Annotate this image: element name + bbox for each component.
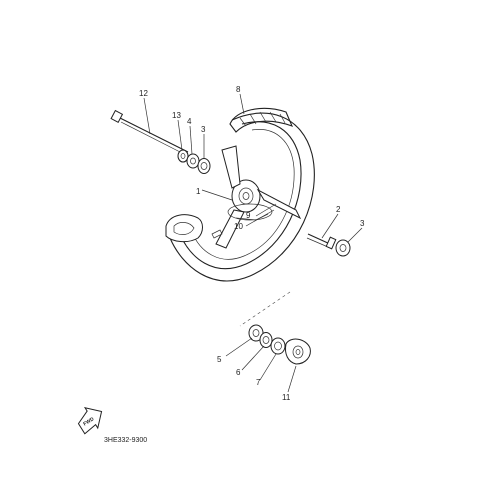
callout-10: 10 — [234, 222, 243, 231]
callout-3b: 3 — [360, 219, 365, 228]
fwd-label: FWD — [82, 416, 95, 427]
callout-labels: 1 2 3 3 4 5 6 7 8 9 10 11 12 13 — [139, 85, 365, 402]
callout-3: 3 — [201, 125, 206, 134]
collar — [177, 149, 189, 163]
callout-13: 13 — [172, 111, 181, 120]
bearing-lower — [259, 332, 273, 348]
callout-8: 8 — [236, 85, 241, 94]
assembly-dash-line — [239, 291, 291, 327]
wheel-assembly — [165, 107, 315, 282]
callout-2: 2 — [336, 205, 341, 214]
gear-unit — [285, 338, 311, 365]
callout-7: 7 — [256, 378, 261, 387]
oil-seal-right — [335, 239, 351, 257]
bolt — [306, 233, 337, 250]
callout-11: 11 — [282, 393, 291, 402]
seal-lower — [248, 324, 264, 342]
bearing — [186, 153, 200, 169]
callout-5: 5 — [217, 355, 222, 364]
tire — [169, 112, 315, 282]
retainer — [270, 337, 286, 355]
oil-seal-upper — [197, 158, 211, 174]
part-code: 3HE332-9300 — [104, 437, 147, 444]
callout-4: 4 — [187, 117, 192, 126]
wheel-arm — [221, 145, 241, 189]
fwd-arrow-icon: FWD — [77, 406, 103, 435]
axle — [110, 109, 189, 156]
callout-12: 12 — [139, 89, 148, 98]
callout-1: 1 — [196, 187, 201, 196]
callout-9: 9 — [246, 211, 251, 220]
leader-lines — [143, 93, 363, 393]
callout-6: 6 — [236, 368, 241, 377]
